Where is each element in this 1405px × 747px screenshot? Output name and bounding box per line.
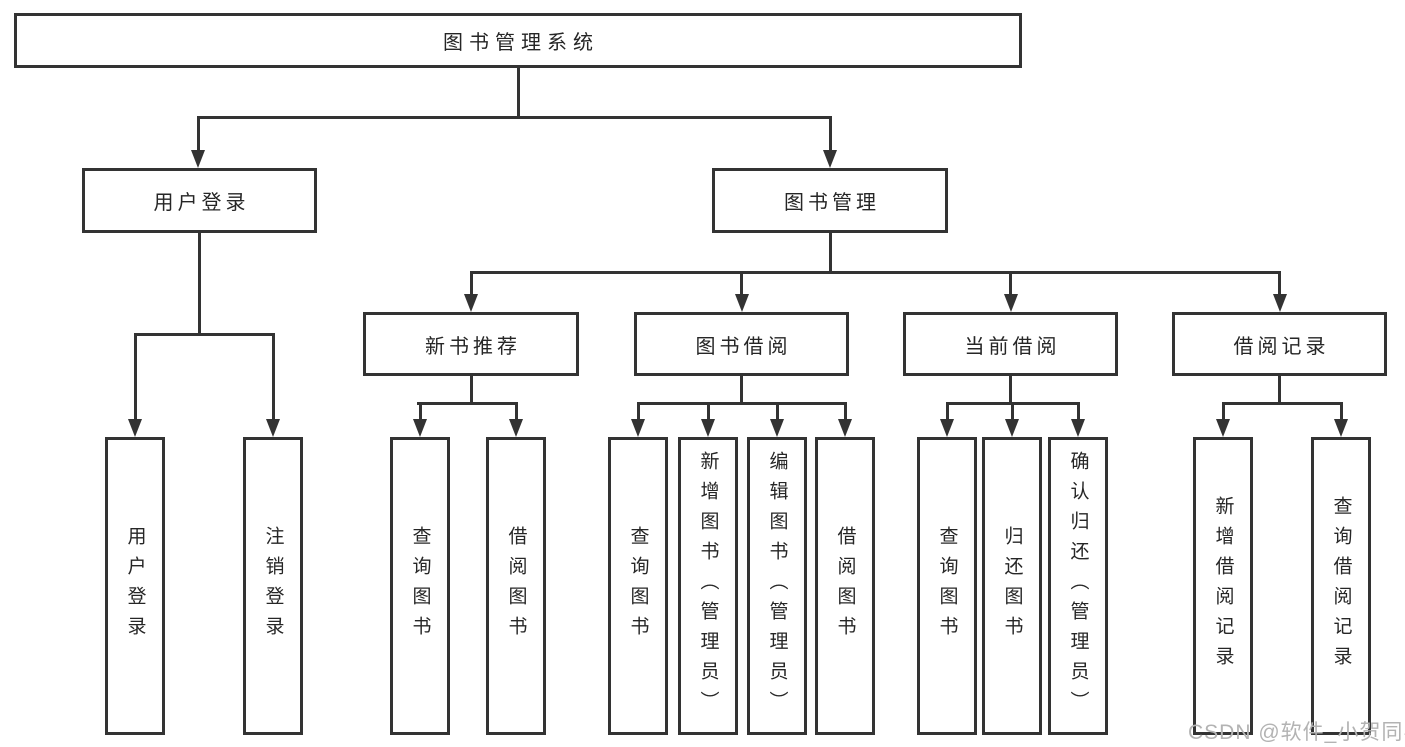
node-label: 当前借阅 (964, 335, 1061, 358)
node-book-borrowing: 图书借阅 (634, 312, 849, 376)
arrow-down-icon (509, 419, 523, 437)
arrow-down-icon (1216, 419, 1230, 437)
leaf-label: 新增借阅记录 (1212, 496, 1234, 676)
leaf-user-login: 用户登录 (105, 437, 165, 735)
leaf-label: 查询图书 (936, 526, 958, 646)
node-user-login: 用户登录 (82, 168, 317, 233)
connector-line (740, 376, 743, 405)
leaf-label: 查询图书 (627, 526, 649, 646)
leaf-label: 借阅图书 (505, 526, 527, 646)
arrow-down-icon (701, 419, 715, 437)
connector-line (1010, 402, 1014, 419)
node-current-borrowing: 当前借阅 (903, 312, 1118, 376)
arrow-down-icon (266, 419, 280, 437)
connector-line (469, 271, 1281, 274)
arrow-down-icon (413, 419, 427, 437)
arrow-down-icon (1005, 419, 1019, 437)
arrow-down-icon (191, 150, 205, 168)
leaf-label: 新增图书（管理员） (697, 451, 719, 721)
node-borrowing-records: 借阅记录 (1172, 312, 1387, 376)
arrow-down-icon (631, 419, 645, 437)
leaf-edit-books-admin: 编辑图书（管理员） (747, 437, 807, 735)
arrow-down-icon (128, 419, 142, 437)
connector-line (843, 402, 847, 419)
arrow-down-icon (464, 294, 478, 312)
arrow-down-icon (940, 419, 954, 437)
connector-line (1009, 376, 1012, 405)
arrow-down-icon (1272, 294, 1287, 312)
leaf-query-books-recommend: 查询图书 (390, 437, 450, 735)
arrow-down-icon (838, 419, 852, 437)
connector-line (1009, 271, 1012, 294)
node-book-management: 图书管理 (712, 168, 948, 233)
node-library-management-system: 图书管理系统 (14, 13, 1022, 68)
node-label: 图书管理系统 (443, 32, 599, 54)
connector-line (469, 271, 473, 294)
node-label: 图书借阅 (695, 335, 792, 358)
connector-line (1278, 376, 1281, 405)
connector-line (417, 402, 518, 405)
leaf-label: 注销登录 (262, 526, 284, 646)
leaf-logout: 注销登录 (243, 437, 303, 735)
connector-line (198, 233, 201, 336)
connector-line (133, 333, 275, 336)
leaf-add-books-admin: 新增图书（管理员） (678, 437, 738, 735)
connector-line (1221, 402, 1225, 419)
leaf-borrow-books-borrowing: 借阅图书 (815, 437, 875, 735)
arrow-down-icon (1003, 294, 1018, 312)
node-label: 新书推荐 (425, 335, 521, 358)
arrow-down-icon (1071, 419, 1085, 437)
arrow-down-icon (823, 150, 837, 168)
node-label: 用户登录 (153, 192, 250, 214)
csdn-watermark: CSDN @软件_小贺同学 (1188, 721, 1405, 744)
connector-line (740, 271, 743, 294)
arrow-down-icon (1334, 419, 1348, 437)
connector-line (196, 115, 200, 152)
leaf-return-books: 归还图书 (982, 437, 1042, 735)
connector-line (706, 402, 710, 419)
leaf-label: 查询借阅记录 (1330, 496, 1352, 676)
arrow-down-icon (734, 294, 749, 312)
connector-line (828, 233, 832, 274)
connector-line (636, 402, 640, 419)
connector-line (469, 376, 473, 405)
leaf-query-books-current: 查询图书 (917, 437, 977, 735)
leaf-label: 借阅图书 (834, 526, 856, 646)
connector-line (775, 402, 779, 419)
node-new-book-recommendation: 新书推荐 (363, 312, 579, 376)
connector-line (945, 402, 949, 419)
connector-line (271, 333, 275, 419)
leaf-borrow-books-recommend: 借阅图书 (486, 437, 546, 735)
leaf-label: 归还图书 (1001, 526, 1023, 646)
leaf-label: 编辑图书（管理员） (766, 451, 788, 721)
connector-line (1339, 402, 1343, 419)
leaf-label: 确认归还（管理员） (1067, 451, 1089, 721)
connector-line (1278, 271, 1281, 294)
connector-line (133, 333, 137, 419)
leaf-query-books-borrowing: 查询图书 (608, 437, 668, 735)
leaf-label: 查询图书 (409, 526, 431, 646)
connector-line (828, 115, 832, 152)
connector-line (636, 402, 847, 405)
connector-line (196, 115, 832, 119)
node-label: 图书管理 (784, 192, 880, 214)
node-label: 借阅记录 (1233, 335, 1330, 358)
arrow-down-icon (770, 419, 784, 437)
connector-line (418, 402, 422, 419)
leaf-add-borrow-record: 新增借阅记录 (1193, 437, 1253, 735)
leaf-label: 用户登录 (124, 526, 146, 646)
connector-line (1221, 402, 1343, 405)
leaf-confirm-return-admin: 确认归还（管理员） (1048, 437, 1108, 735)
connector-line (514, 402, 518, 419)
connector-line (516, 67, 520, 118)
leaf-query-borrow-record: 查询借阅记录 (1311, 437, 1371, 735)
connector-line (1076, 402, 1080, 419)
